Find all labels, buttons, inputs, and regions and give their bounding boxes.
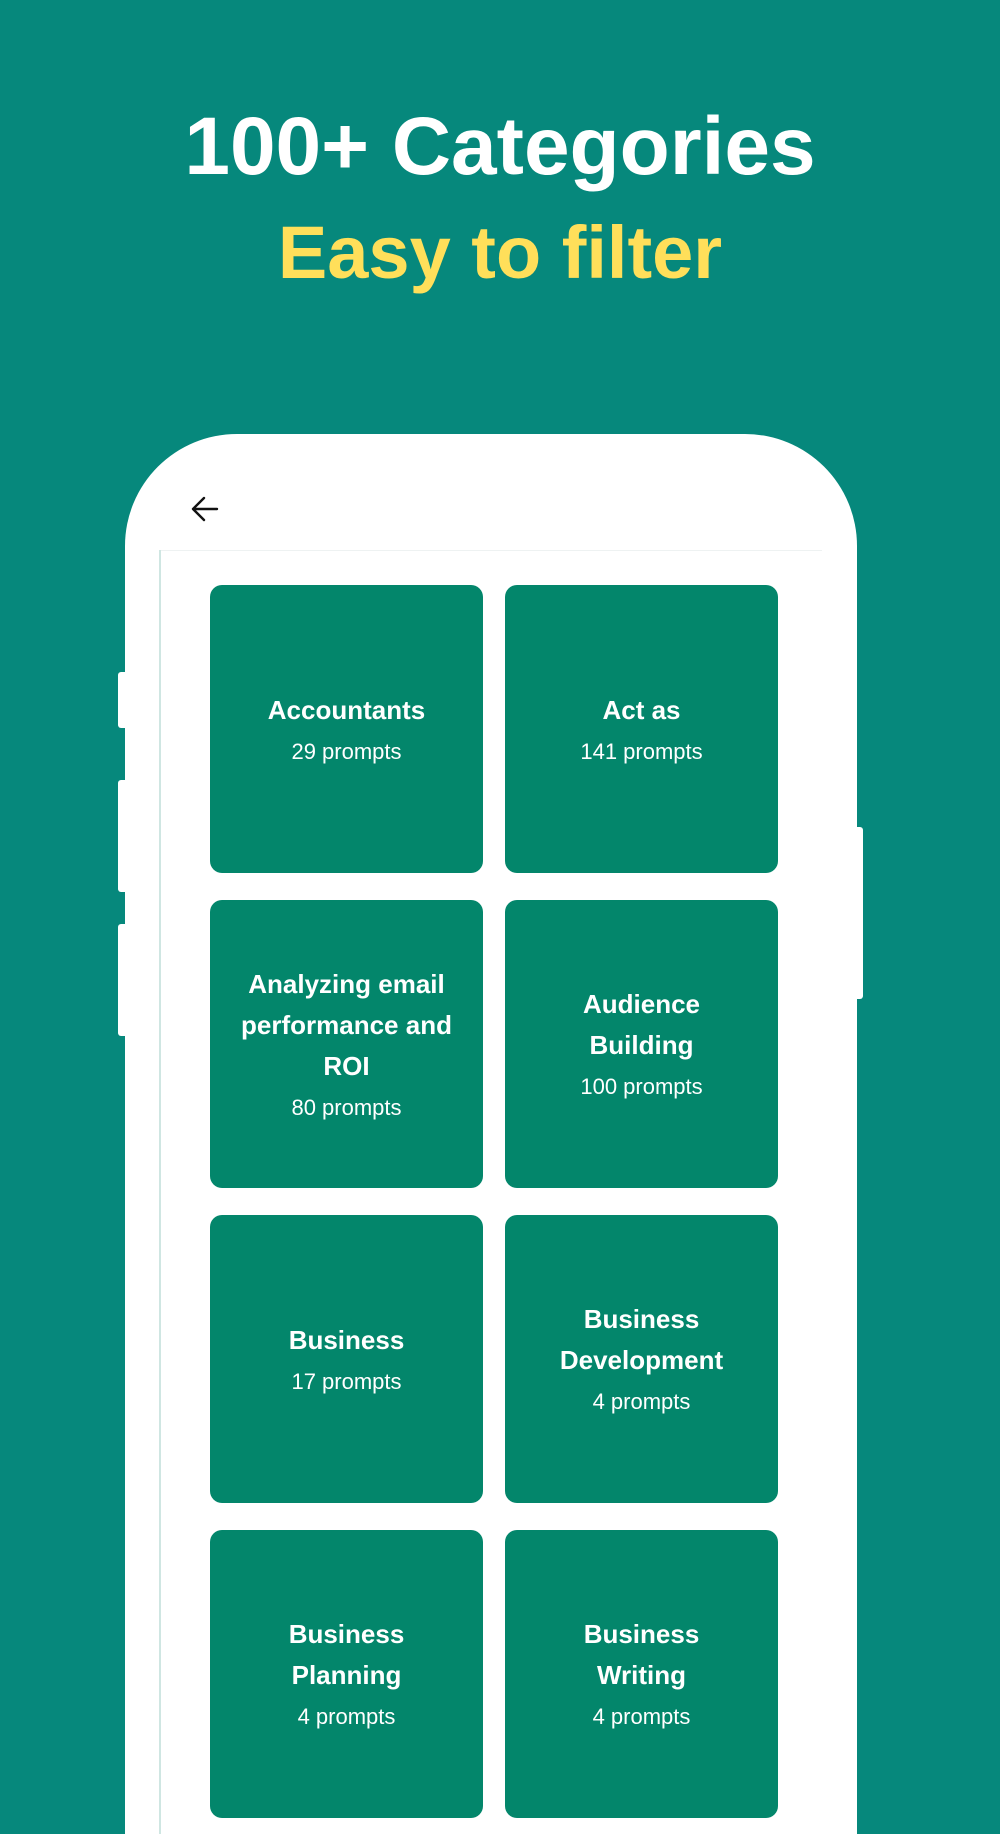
category-count: 4 prompts <box>297 1704 396 1729</box>
category-name: Business Writing <box>583 1619 700 1690</box>
category-name: Business <box>288 1324 405 1355</box>
category-count: 4 prompts <box>592 1704 691 1729</box>
category-count: 141 prompts <box>580 738 703 764</box>
category-card[interactable]: Analyzing email performance and ROI 80 pr… <box>210 900 483 1188</box>
category-card[interactable]: Business Development 4 prompts <box>505 1215 778 1503</box>
headline-title: 100+ Categories <box>184 101 816 192</box>
category-count: 29 prompts <box>291 738 402 764</box>
category-name: Analyzing email performance and ROI <box>241 968 452 1081</box>
category-name: Accountants <box>267 694 426 725</box>
category-card[interactable]: Audience Building 100 prompts <box>505 900 778 1188</box>
category-count: 100 prompts <box>580 1074 703 1099</box>
category-name: Audience Building <box>582 989 701 1060</box>
scroll-edge <box>159 550 161 1834</box>
category-card[interactable]: Act as 141 prompts <box>505 585 778 873</box>
phone-side-button <box>118 672 128 728</box>
category-count: 17 prompts <box>291 1368 402 1394</box>
arrow-left-icon <box>191 496 219 522</box>
category-name: Business Development <box>559 1304 724 1375</box>
category-card[interactable]: Business 17 prompts <box>210 1215 483 1503</box>
category-name: Act as <box>602 694 681 725</box>
category-count: 4 prompts <box>592 1389 691 1414</box>
category-card[interactable]: Accountants 29 prompts <box>210 585 483 873</box>
category-card[interactable]: Business Writing 4 prompts <box>505 1530 778 1818</box>
back-button[interactable] <box>187 494 223 524</box>
headline-subtitle: Easy to filter <box>277 211 723 294</box>
phone-power-button <box>852 827 863 999</box>
screen-title-partial <box>415 514 615 530</box>
category-name: Business Planning <box>288 1619 405 1690</box>
category-count: 80 prompts <box>291 1094 402 1120</box>
header-divider <box>160 550 822 551</box>
category-card[interactable]: Business Planning 4 prompts <box>210 1530 483 1818</box>
phone-side-button <box>118 924 128 1036</box>
phone-side-button <box>118 780 128 892</box>
